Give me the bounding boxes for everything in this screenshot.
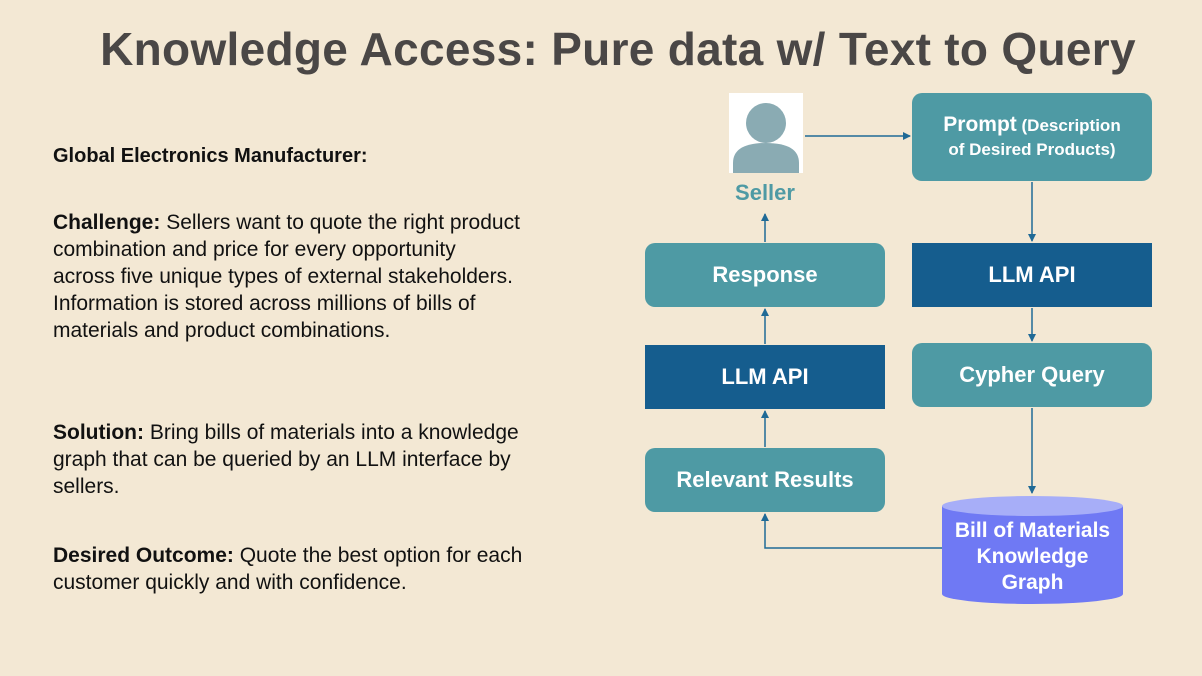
prompt-title: Prompt (943, 112, 1017, 136)
outcome-paragraph: Desired Outcome: Quote the best option f… (53, 542, 523, 596)
person-avatar-icon (733, 103, 799, 173)
solution-label: Solution: (53, 421, 144, 444)
challenge-label: Challenge: (53, 211, 161, 234)
database-label-line2: Knowledge (976, 545, 1089, 568)
llm-api-box-right: LLM API (912, 243, 1152, 307)
company-name: Global Electronics Manufacturer: (53, 145, 368, 167)
challenge-paragraph: Challenge: Sellers want to quote the rig… (53, 209, 523, 344)
slide-title: Knowledge Access: Pure data w/ Text to Q… (100, 23, 1136, 75)
knowledge-graph-database (940, 494, 1125, 606)
solution-paragraph: Solution: Bring bills of materials into … (53, 419, 523, 500)
database-label-line3: Graph (1001, 571, 1064, 594)
arrow-database-to-results (761, 513, 942, 549)
prompt-box: Prompt (Description of Desired Products) (912, 93, 1152, 181)
seller-avatar (729, 93, 803, 173)
database-label-line1: Bill of Materials (954, 519, 1111, 542)
cypher-query-box: Cypher Query (912, 343, 1152, 407)
challenge-text: Sellers want to quote the right product … (53, 211, 520, 342)
database-cylinder-icon (942, 496, 1123, 604)
description-panel: Global Electronics Manufacturer: Challen… (53, 143, 523, 594)
llm-api-box-left: LLM API (645, 345, 885, 409)
outcome-label: Desired Outcome: (53, 544, 234, 567)
response-box: Response (645, 243, 885, 307)
database-label: Bill of Materials Knowledge Graph (940, 518, 1125, 596)
solution-text: Bring bills of materials into a knowledg… (53, 421, 519, 498)
relevant-results-box: Relevant Results (645, 448, 885, 512)
prompt-desc-part1: (Description (1016, 115, 1121, 135)
prompt-desc-part2: of Desired Products) (948, 139, 1116, 159)
seller-label: Seller (735, 180, 795, 205)
outcome-text: Quote the best option for each customer … (53, 544, 523, 594)
prompt-content: Prompt (Description of Desired Products) (943, 113, 1120, 162)
